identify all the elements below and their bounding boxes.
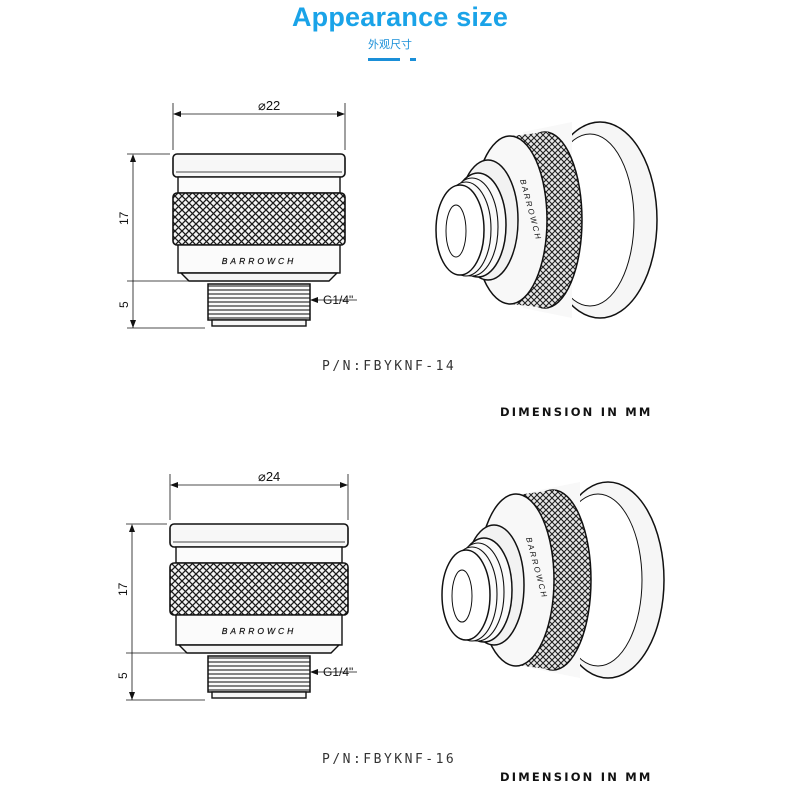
- diameter-label-2: ⌀24: [258, 469, 280, 484]
- diameter-label-1: ⌀22: [258, 98, 280, 113]
- dimension-note-2: DIMENSION IN MM: [500, 770, 653, 784]
- thread-1: [207, 283, 311, 321]
- arrow-top-1: [130, 154, 136, 162]
- arrow-top-2: [129, 524, 135, 532]
- neck-2: [175, 546, 343, 564]
- perspective-view-2: BARROWCH: [441, 481, 665, 679]
- knurled-ring-2: [169, 562, 349, 616]
- arrow-right-2: [340, 482, 348, 488]
- title-underline-dot: [410, 58, 416, 61]
- arrow-left-2: [170, 482, 178, 488]
- height-label-2: 17: [116, 582, 130, 596]
- page-subtitle: 外观尺寸: [368, 38, 412, 51]
- part-number-1: P/N:FBYKNF-14: [322, 359, 457, 374]
- dimension-note-1: DIMENSION IN MM: [500, 405, 653, 419]
- thread-length-label-1: 5: [117, 301, 131, 308]
- neck-1: [177, 176, 341, 194]
- brand-mark-1: BARROWCH: [222, 256, 297, 266]
- thread-label-1: G1/4": [323, 293, 353, 307]
- knurled-ring-1: [172, 192, 346, 246]
- perspective-view-1: BARROWCH: [435, 121, 658, 319]
- brand-mark-2: BARROWCH: [222, 626, 297, 636]
- cap-1: [172, 153, 346, 178]
- front-view-1: ⌀22 17 5 BARROWCH G1/4": [117, 98, 357, 329]
- arrow-bottom-1: [130, 320, 136, 328]
- title-underline-bar: [368, 58, 400, 61]
- front-view-2: ⌀24 17 5 BARROWCH G1/4": [116, 469, 357, 701]
- height-label-1: 17: [117, 211, 131, 225]
- part-number-2: P/N:FBYKNF-16: [322, 752, 457, 767]
- thread-2: [207, 655, 311, 693]
- lower-body-2: [175, 614, 343, 646]
- cap-2: [169, 523, 349, 548]
- arrow-bottom-2: [129, 692, 135, 700]
- thread-label-2: G1/4": [323, 665, 353, 679]
- thread-length-label-2: 5: [116, 672, 130, 679]
- arrow-left-1: [173, 111, 181, 117]
- page-title: Appearance size: [291, 2, 509, 32]
- arrow-right-1: [337, 111, 345, 117]
